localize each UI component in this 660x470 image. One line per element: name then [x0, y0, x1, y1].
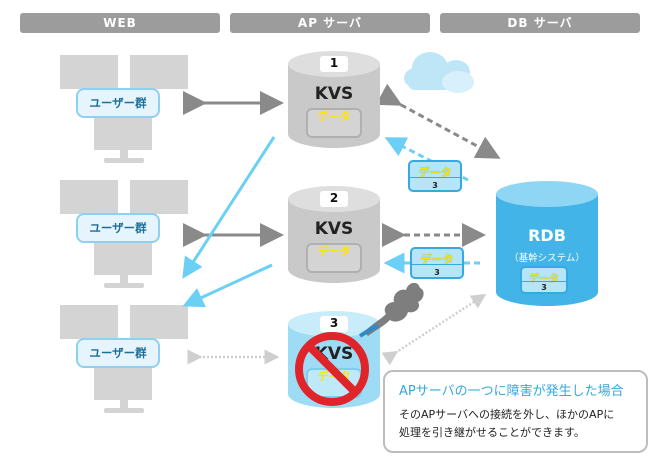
note-body-line-1: そのAPサーバへの接続を外し、ほかのAPに [399, 408, 615, 421]
kvs-label: KVS [314, 219, 354, 239]
db-server-column-header: DB サーバ [440, 13, 640, 33]
kvs-number-badge: 3 [320, 316, 348, 332]
kvs-number-badge: 2 [320, 191, 348, 207]
packet-data-label: データ [418, 166, 452, 179]
packet-number: 3 [434, 268, 440, 277]
note-title: APサーバの一つに障害が発生した場合 [399, 384, 624, 399]
data-packet-2: データ 3 [410, 247, 464, 279]
rdb-server: RDB （基幹システム） データ 3 [494, 180, 600, 308]
user-group-1: ユーザー群 [50, 50, 250, 170]
user-group-2: ユーザー群 [50, 175, 250, 295]
ap-server-column-header: AP サーバ [230, 13, 430, 33]
note-body: そのAPサーバへの接続を外し、ほかのAPに 処理を引き継がせることができます。 [399, 406, 639, 442]
failure-note-box: APサーバの一つに障害が発生した場合 そのAPサーバへの接続を外し、ほかのAPに… [383, 370, 648, 453]
user-group-label: ユーザー群 [76, 338, 160, 368]
packet-data-label: データ [420, 253, 454, 266]
kvs-label: KVS [314, 84, 354, 104]
web-column-header: WEB [20, 13, 220, 33]
rdb-data-label: データ [529, 274, 559, 285]
rdb-subtitle: （基幹システム） [509, 253, 585, 264]
kvs-server-2: 2 KVS データ [286, 185, 382, 285]
kvs-server-1: 1 KVS データ [286, 50, 382, 150]
rdb-data-number: 3 [541, 283, 547, 292]
packet-number: 3 [432, 181, 438, 190]
note-body-line-2: 処理を引き継がせることができます。 [399, 426, 585, 439]
user-group-label: ユーザー群 [76, 213, 160, 243]
smoke-icon [358, 282, 424, 338]
cloud-icon [404, 52, 474, 93]
kvs-data-chip: データ [306, 108, 362, 138]
rdb-title: RDB [528, 226, 566, 245]
user-group-label: ユーザー群 [76, 88, 160, 118]
arrow-kvs1-rdb [375, 83, 501, 159]
prohibited-icon [295, 332, 369, 406]
user-group-3: ユーザー群 [50, 300, 250, 420]
rdb-data-chip: データ 3 [520, 266, 568, 294]
kvs-number-badge: 1 [320, 56, 348, 72]
kvs-data-chip: データ [306, 243, 362, 273]
data-packet-1: データ 3 [408, 160, 462, 192]
